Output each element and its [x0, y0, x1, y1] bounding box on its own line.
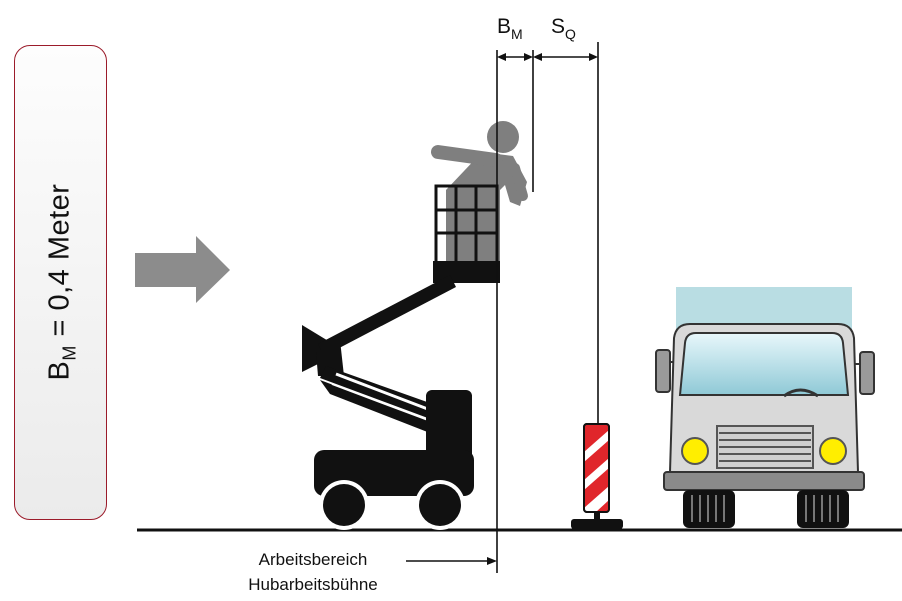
dimension-sq-label: SQ — [551, 15, 576, 42]
headlight-left — [681, 437, 709, 465]
truck-bumper — [663, 471, 865, 491]
truck-grille — [716, 425, 814, 469]
worker-figure — [431, 121, 528, 262]
info-box — [14, 45, 107, 520]
aerial-work-platform — [302, 121, 528, 530]
lift-chassis — [314, 390, 474, 496]
headlight-right — [819, 437, 847, 465]
caption-line-2: Hubarbeitsbühne — [248, 575, 378, 594]
truck-windshield — [678, 332, 850, 396]
caption-line-1: Arbeitsbereich — [258, 550, 368, 569]
lift-wheels — [319, 480, 465, 530]
warning-beacon — [571, 423, 623, 529]
truck — [655, 287, 875, 528]
pointer-arrow — [135, 236, 230, 303]
scissor-boom — [302, 275, 458, 440]
truck-wheels — [683, 490, 849, 528]
dimension-lines — [406, 42, 599, 573]
dimension-bm-label: BM — [497, 15, 523, 42]
